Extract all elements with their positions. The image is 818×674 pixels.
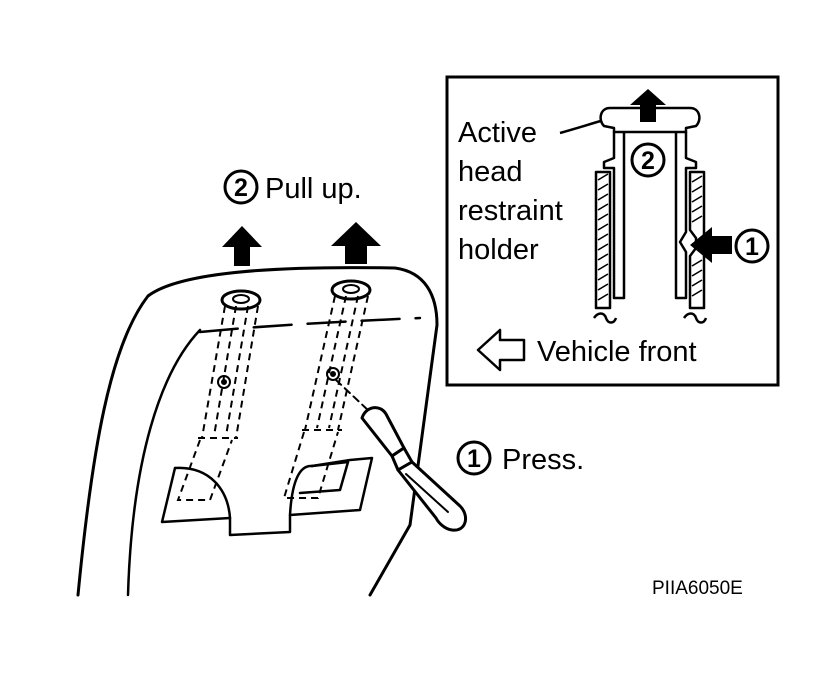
- step-2-badge: [223, 169, 259, 205]
- holder-label-line-4: holder: [458, 234, 539, 266]
- pull-up-arrow-left: [222, 226, 262, 266]
- inset-press-arrow: [690, 227, 732, 263]
- inset-marker-1-badge: [734, 228, 770, 264]
- seatback-lower-panel: [160, 456, 374, 537]
- step-2-number: 2: [234, 174, 248, 202]
- seatback-outline: [76, 266, 439, 597]
- right-holder-top: [330, 279, 372, 301]
- right-holder-hidden: [282, 279, 372, 499]
- tool-tip: [360, 406, 406, 458]
- pull-up-arrow-right: [331, 222, 381, 264]
- step-1-badge: [456, 440, 492, 476]
- seatback-lower-curve-left: [173, 466, 232, 520]
- left-holder-top: [220, 289, 262, 311]
- seatback-seam: [198, 316, 422, 334]
- step-1-label: 1 Press.: [456, 440, 584, 476]
- step-1-number: 1: [467, 445, 481, 473]
- tool-dashed-line: [335, 379, 371, 413]
- right-holder-hole: [342, 284, 360, 294]
- inset-marker-1-number: 1: [745, 233, 759, 261]
- press-tool: [335, 379, 468, 532]
- inset-marker-2-badge: [630, 142, 666, 178]
- holder-cross-section: [592, 106, 708, 324]
- seatback-illustration: [76, 266, 439, 597]
- seatback-inner-contour: [126, 328, 202, 597]
- holder-label-line-1: Active: [458, 117, 537, 149]
- figure-code: PIIA6050E: [652, 578, 743, 599]
- vehicle-front-label: Vehicle front: [537, 336, 697, 368]
- left-holder-hidden: [176, 289, 262, 501]
- left-holder-hole: [232, 294, 250, 304]
- step-2-label: 2 Pull up.: [223, 169, 362, 205]
- holder-label-line-3: restraint: [458, 195, 563, 227]
- step-1-text: Press.: [502, 444, 584, 476]
- seatback-lower-curve: [288, 464, 314, 517]
- holder-label-line-2: head: [458, 156, 523, 188]
- step-2-text: Pull up.: [265, 173, 362, 205]
- vehicle-front-arrow-icon: [476, 328, 526, 372]
- inset-marker-2-number: 2: [641, 147, 655, 175]
- inset-up-arrow: [630, 89, 666, 122]
- inset-detail: Active head restraint holder 2: [445, 75, 780, 387]
- holder-right-leg: [674, 132, 698, 300]
- holder-left-leg: [602, 132, 626, 300]
